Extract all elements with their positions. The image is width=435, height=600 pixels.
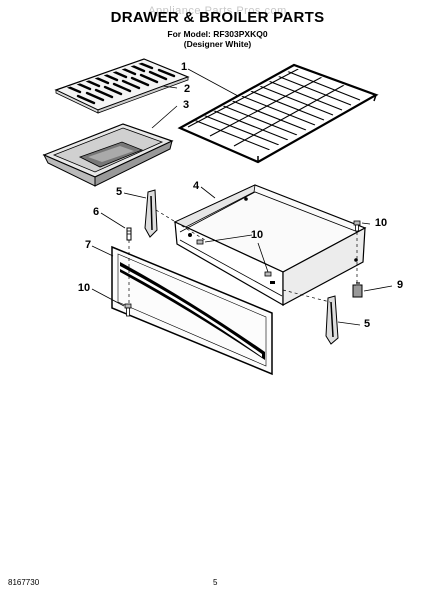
glide-pin [126, 227, 132, 241]
drawer-slide-left [144, 189, 158, 238]
broiler-pan [42, 123, 174, 187]
screw-right [353, 220, 361, 232]
callout-4: 4 [192, 180, 200, 192]
callout-10-right: 10 [374, 217, 388, 229]
callout-1: 1 [180, 61, 188, 73]
screw-drawer-a [196, 239, 204, 245]
callout-9: 9 [396, 279, 404, 291]
callout-10-left: 10 [77, 282, 91, 294]
drawer-slide-right [325, 295, 339, 345]
leader-lines [91, 68, 393, 326]
model-line: For Model: RF303PXKQ0 [167, 29, 268, 39]
drawer-front [111, 245, 273, 376]
page-number: 5 [213, 578, 218, 587]
callout-2: 2 [183, 83, 191, 95]
slide-bracket [352, 282, 363, 298]
watermark: Appliance Parts Pros.com [148, 5, 287, 17]
callout-7: 7 [84, 239, 92, 251]
assembly-lines [128, 209, 358, 304]
screw-front [124, 303, 132, 317]
callout-5-right: 5 [363, 318, 371, 330]
broiler-grate [54, 58, 190, 114]
document-number: 8167730 [8, 578, 40, 587]
oven-rack [177, 63, 379, 164]
color-line: (Designer White) [183, 39, 252, 49]
callout-6: 6 [92, 206, 100, 218]
screw-drawer-b [264, 271, 272, 277]
callout-3: 3 [182, 99, 190, 111]
callout-5-left: 5 [115, 186, 123, 198]
callout-10-center: 10 [250, 229, 264, 241]
page-title: DRAWER & BROILER PARTS [110, 9, 325, 26]
